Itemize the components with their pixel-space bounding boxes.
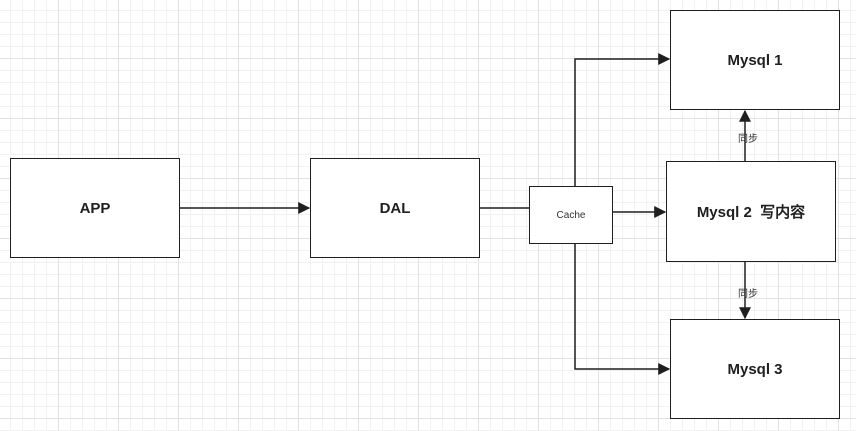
sync-label-up: 同步 bbox=[738, 134, 758, 145]
edge-cache-to-mysql1 bbox=[574, 53, 671, 186]
sync-label-down: 同步 bbox=[738, 289, 758, 300]
mysql3-node-label: Mysql 3 bbox=[727, 360, 783, 378]
cache-node: Cache bbox=[529, 186, 613, 244]
edge-cache-to-mysql3 bbox=[574, 244, 671, 375]
mysql3-node: Mysql 3 bbox=[670, 319, 840, 419]
mysql2-node: Mysql 2 写内容 bbox=[666, 161, 836, 262]
cache-node-label: Cache bbox=[556, 209, 586, 221]
app-node-label: APP bbox=[79, 199, 111, 217]
dal-node-label: DAL bbox=[379, 199, 411, 217]
dal-node: DAL bbox=[310, 158, 480, 258]
app-node: APP bbox=[10, 158, 180, 258]
mysql1-node-label: Mysql 1 bbox=[727, 51, 783, 69]
mysql1-node: Mysql 1 bbox=[670, 10, 840, 110]
mysql2-node-label: Mysql 2 写内容 bbox=[696, 204, 806, 221]
